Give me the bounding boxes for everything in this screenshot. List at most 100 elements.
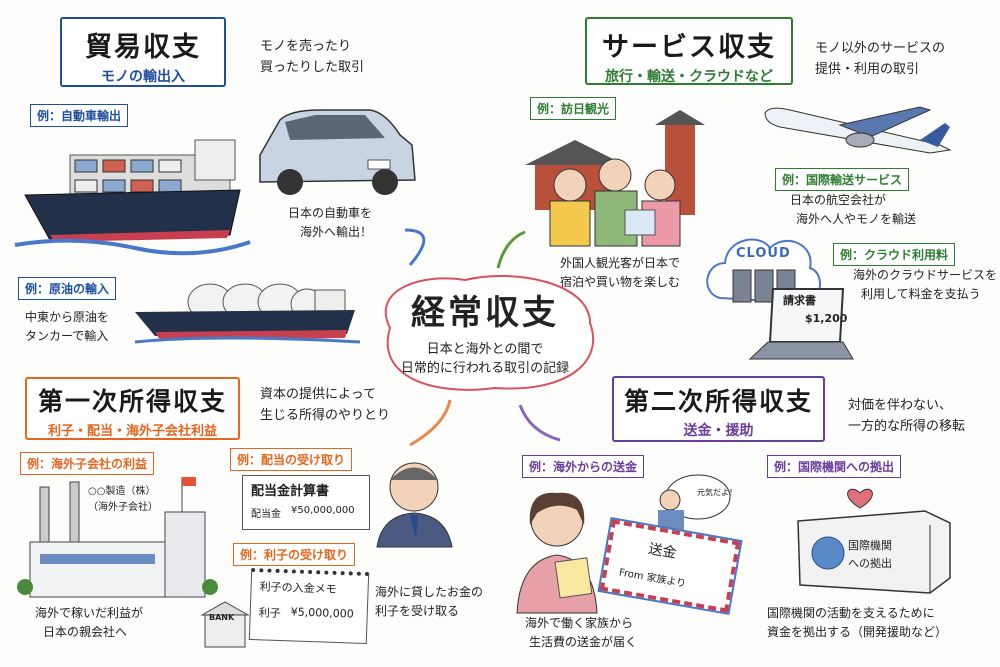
primary-desc-1: 資本の提供によって xyxy=(260,387,376,402)
cloud-label: CLOUD xyxy=(736,246,791,261)
caption-line: 海外で稼いだ利益が xyxy=(35,606,144,620)
service-example-1-caption: 外国人観光客が日本で 宿泊や買い物を楽しむ xyxy=(560,254,680,292)
invoice-title: 請求書 xyxy=(783,294,816,307)
secondary-desc-2: 一方的な所得の移転 xyxy=(848,419,966,434)
trade-title-box: 貿易収支 モノの輸出入 xyxy=(60,17,226,87)
caption-line: 日本の親会社へ xyxy=(43,625,128,639)
interest-memo-title: 利子の入金メモ xyxy=(259,580,337,596)
trade-desc-1: モノを売ったり xyxy=(260,39,352,54)
dividend-doc-label: 配当金 xyxy=(251,509,281,520)
caption-line: タンカーで輸入 xyxy=(25,329,109,343)
donation-box-text: 国際機関 への拠出 xyxy=(848,537,892,573)
service-desc: モノ以外のサービスの 提供・利用の取引 xyxy=(815,38,945,80)
cloud-server-illustration xyxy=(706,238,821,305)
factory-sign-1: ○○製造（株） xyxy=(88,486,156,497)
factory-illustration xyxy=(17,477,218,598)
caption-line: 日本の自動車を xyxy=(288,206,373,220)
trade-example-1-label: 例：自動車輸出 xyxy=(30,104,129,127)
businessman-illustration xyxy=(376,462,453,548)
envelope-from: From 家族より xyxy=(618,567,687,590)
secondary-subtitle: 送金・援助 xyxy=(683,423,754,439)
service-example-2-label: 例：国際輸送サービス xyxy=(775,168,910,191)
center-title: 経常収支 xyxy=(411,293,559,333)
center-subtitle-2: 日常的に行われる取引の記録 xyxy=(400,361,570,376)
primary-subtitle: 利子・配当・海外子会社利益 xyxy=(47,424,217,439)
caption-line: 国際機関の活動を支えるために xyxy=(767,606,935,620)
car-illustration xyxy=(259,109,416,195)
center-cloud xyxy=(384,274,595,391)
bank-illustration xyxy=(200,601,250,648)
trade-title: 貿易収支 xyxy=(85,32,201,63)
trade-example-2-caption: 中東から原油を タンカーで輸入 xyxy=(25,308,109,346)
primary-title-box: 第一次所得収支 利子・配当・海外子会社利益 xyxy=(25,377,240,440)
service-subtitle: 旅行・輸送・クラウドなど xyxy=(605,69,773,85)
primary-example-3-caption: 海外に貸したお金の 利子を受け取る xyxy=(375,583,483,621)
caption-line: 利用して料金を支払う xyxy=(861,287,981,301)
airplane-illustration xyxy=(764,106,952,154)
service-title: サービス収支 xyxy=(602,32,776,63)
trade-example-2-label: 例：原油の輸入 xyxy=(18,277,117,300)
trade-desc: モノを売ったり 買ったりした取引 xyxy=(260,36,364,78)
service-desc-2: 提供・利用の取引 xyxy=(815,62,920,77)
primary-title: 第一次所得収支 xyxy=(37,387,227,416)
service-example-2-caption: 日本の航空会社が 海外へ人やモノを輸送 xyxy=(790,191,916,229)
caption-line: 海外へ輸出！ xyxy=(300,225,373,239)
caption-line: 外国人観光客が日本で xyxy=(560,256,681,270)
caption-line: 海外のクラウドサービスを xyxy=(853,268,998,282)
donation-box-illustration xyxy=(797,488,951,594)
secondary-example-2-caption: 国際機関の活動を支えるために 資金を拠出する（開発援助など） xyxy=(767,604,947,642)
donation-box-text-2: への拠出 xyxy=(848,557,892,570)
primary-example-2-label: 例：配当の受け取り xyxy=(230,448,353,471)
factory-sign-2: （海外子会社） xyxy=(88,502,158,513)
bank-sign: BANK xyxy=(209,613,235,622)
caption-line: 利子を受け取る xyxy=(375,604,460,618)
dividend-statement: 配当金計算書 配当金 ¥50,000,000 xyxy=(242,475,370,530)
service-example-1-label: 例：訪日観光 xyxy=(530,97,617,120)
primary-desc: 資本の提供によって 生じる所得のやりとり xyxy=(260,384,390,426)
caption-line: 資金を拠出する（開発援助など） xyxy=(767,625,948,639)
interest-memo: 利子の入金メモ 利子 ¥5,000,000 xyxy=(248,567,370,645)
caption-line: 海外で働く家族から xyxy=(525,616,634,630)
interest-memo-label: 利子 xyxy=(258,606,281,621)
oil-tanker-illustration xyxy=(134,283,361,344)
secondary-desc-1: 対価を伴わない、 xyxy=(848,398,953,413)
service-example-3-label: 例：クラウド利用料 xyxy=(833,243,956,266)
service-example-3-caption: 海外のクラウドサービスを 利用して料金を支払う xyxy=(853,266,997,304)
factory-sign: ○○製造（株） （海外子会社） xyxy=(88,484,158,516)
dividend-doc-amount: ¥50,000,000 xyxy=(291,505,355,516)
interest-memo-amount: ¥5,000,000 xyxy=(290,605,354,621)
secondary-title: 第二次所得収支 xyxy=(623,387,813,416)
secondary-desc: 対価を伴わない、 一方的な所得の移転 xyxy=(848,395,965,437)
primary-desc-2: 生じる所得のやりとり xyxy=(260,408,391,423)
primary-example-1-caption: 海外で稼いだ利益が 日本の親会社へ xyxy=(35,604,143,642)
secondary-title-box: 第二次所得収支 送金・援助 xyxy=(612,376,825,442)
trade-desc-2: 買ったりした取引 xyxy=(260,60,365,75)
center-subtitle-1: 日本と海外との間で xyxy=(426,342,544,357)
caption-line: 中東から原油を xyxy=(25,310,110,324)
invoice-amount: $1,200 xyxy=(805,312,848,325)
car-carrier-ship-illustration xyxy=(14,139,251,256)
caption-line: 生活費の送金が届く xyxy=(529,635,638,649)
dividend-doc-title: 配当金計算書 xyxy=(251,484,330,499)
trade-subtitle: モノの輸出入 xyxy=(101,69,185,85)
laptop-illustration xyxy=(748,288,854,360)
caption-line: 海外に貸したお金の xyxy=(375,585,484,599)
primary-example-1-label: 例：海外子会社の利益 xyxy=(20,452,155,475)
primary-example-3-label: 例：利子の受け取り xyxy=(233,543,356,566)
secondary-example-1-caption: 海外で働く家族から 生活費の送金が届く xyxy=(525,614,637,652)
secondary-example-2-label: 例：国際機関への拠出 xyxy=(767,455,902,478)
woman-reading-letter-illustration xyxy=(516,492,598,614)
service-title-box: サービス収支 旅行・輸送・クラウドなど xyxy=(585,17,793,85)
family-member-speech-illustration xyxy=(658,474,731,530)
tourists-illustration xyxy=(525,110,705,247)
caption-line: 宿泊や買い物を楽しむ xyxy=(560,275,681,289)
speech-bubble-text: 元気だよ！ xyxy=(697,488,737,497)
envelope-title: 送金 xyxy=(647,541,678,562)
trade-example-1-caption: 日本の自動車を 海外へ輸出！ xyxy=(288,204,372,242)
service-desc-1: モノ以外のサービスの xyxy=(815,41,946,56)
caption-line: 海外へ人やモノを輸送 xyxy=(796,212,917,226)
donation-box-text-1: 国際機関 xyxy=(848,539,892,552)
secondary-example-1-label: 例：海外からの送金 xyxy=(522,455,645,478)
caption-line: 日本の航空会社が xyxy=(790,193,887,207)
